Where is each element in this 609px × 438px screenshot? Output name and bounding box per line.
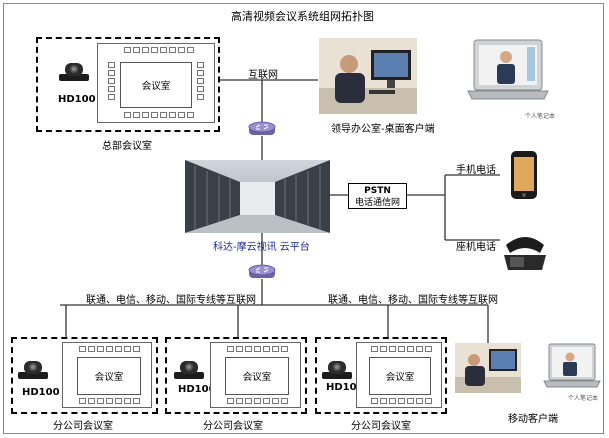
mobile-phone-label: 手机电话 (456, 165, 496, 176)
chair-col-left (108, 62, 115, 100)
branch-room-label-3: 会议室 (385, 372, 415, 383)
camera-icon (172, 356, 206, 386)
branch-caption-1: 分公司会议室 (53, 421, 113, 432)
branch-table-1: 会议室 (77, 357, 141, 395)
leader-caption: 领导办公室-桌面客户端 (331, 124, 435, 135)
desk-phone-icon (500, 227, 550, 272)
hq-room-label: 会议室 (141, 81, 171, 92)
router-icon-2 (248, 264, 276, 284)
branch-room-box-3 (315, 337, 447, 414)
diagram-frame (3, 3, 604, 434)
branch-device-label-2: HD100 (178, 384, 216, 395)
hq-table: 会议室 (120, 62, 192, 108)
branch-room-box-2 (165, 337, 307, 414)
mobile-client-photo (455, 343, 521, 393)
hq-caption: 总部会议室 (102, 141, 152, 152)
chair-col-right (197, 62, 204, 100)
branch-device-label-3: HD100 (326, 382, 364, 393)
chair-row-top (124, 47, 194, 53)
router-icon (248, 121, 276, 141)
pstn-sublabel: 电话通信网 (354, 198, 400, 208)
pstn-box: PSTN 电话通信网 (348, 183, 407, 209)
leader-laptop-caption: 个人笔记本 (525, 113, 556, 120)
mobile-client-caption: 移动客户端 (508, 414, 558, 425)
isp-label-right: 联通、电信、移动、国际专线等互联网 (328, 295, 498, 306)
cloud-caption: 科达-摩云视讯 云平台 (213, 242, 310, 253)
branch-device-label-1: HD100 (22, 387, 60, 398)
chair-row-bottom (124, 112, 194, 118)
desk-phone-label: 座机电话 (456, 242, 496, 253)
hq-room-box (36, 37, 220, 132)
hq-meeting-table-area: 会议室 (97, 43, 215, 123)
branch-caption-3: 分公司会议室 (351, 421, 411, 432)
diagram-title: 高清视频会议系统组网拓扑图 (231, 10, 374, 23)
laptop-icon (466, 37, 550, 117)
branch-table-area-3: 会议室 (356, 342, 442, 408)
branch-caption-2: 分公司会议室 (203, 421, 263, 432)
branch-table-2: 会议室 (225, 357, 289, 395)
branch-table-area-2: 会议室 (210, 342, 301, 408)
leader-office-photo (319, 38, 417, 114)
datacenter-image (185, 160, 330, 233)
camera-icon (57, 58, 91, 88)
camera-icon (320, 356, 354, 386)
mobile-laptop-caption: 个人笔记本 (568, 395, 599, 402)
pstn-label: PSTN (364, 186, 391, 196)
isp-label-left: 联通、电信、移动、国际专线等互联网 (86, 295, 256, 306)
mobile-client-laptop-icon (543, 342, 601, 398)
branch-room-label-2: 会议室 (242, 372, 272, 383)
internet-label: 互联网 (248, 70, 278, 81)
camera-icon (16, 356, 50, 386)
branch-table-3: 会议室 (369, 357, 431, 395)
branch-room-box-1 (11, 337, 158, 414)
hq-device-label: HD100 (58, 94, 96, 105)
branch-table-area-1: 会议室 (62, 342, 152, 408)
branch-room-label-1: 会议室 (94, 372, 124, 383)
mobile-phone-icon (503, 150, 545, 200)
